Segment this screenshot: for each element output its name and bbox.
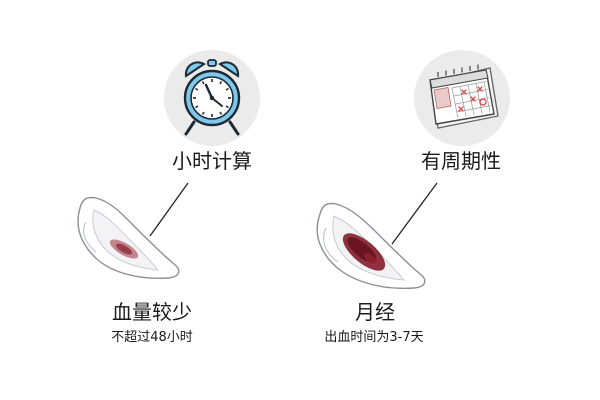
- label-periodicity: 有周期性: [421, 149, 501, 173]
- connector-clock-to-light-pad: [149, 182, 189, 237]
- calendar-icon: [429, 64, 499, 129]
- label-hourly-count: 小时计算: [172, 149, 252, 173]
- clock-circle: [164, 50, 260, 146]
- label-light-flow-note: 不超过48小时: [111, 330, 193, 345]
- label-menstruation-note: 出血时间为3-7天: [324, 330, 424, 345]
- connector-calendar-to-heavy-pad: [391, 182, 438, 245]
- label-menstruation: 月经: [355, 300, 395, 324]
- sanitary-pad-light-stain-icon: [77, 196, 180, 280]
- label-light-flow: 血量较少: [112, 300, 192, 324]
- calendar-circle: [414, 50, 510, 146]
- alarm-clock-icon: [183, 59, 241, 136]
- sanitary-pad-heavy-stain-icon: [316, 202, 426, 290]
